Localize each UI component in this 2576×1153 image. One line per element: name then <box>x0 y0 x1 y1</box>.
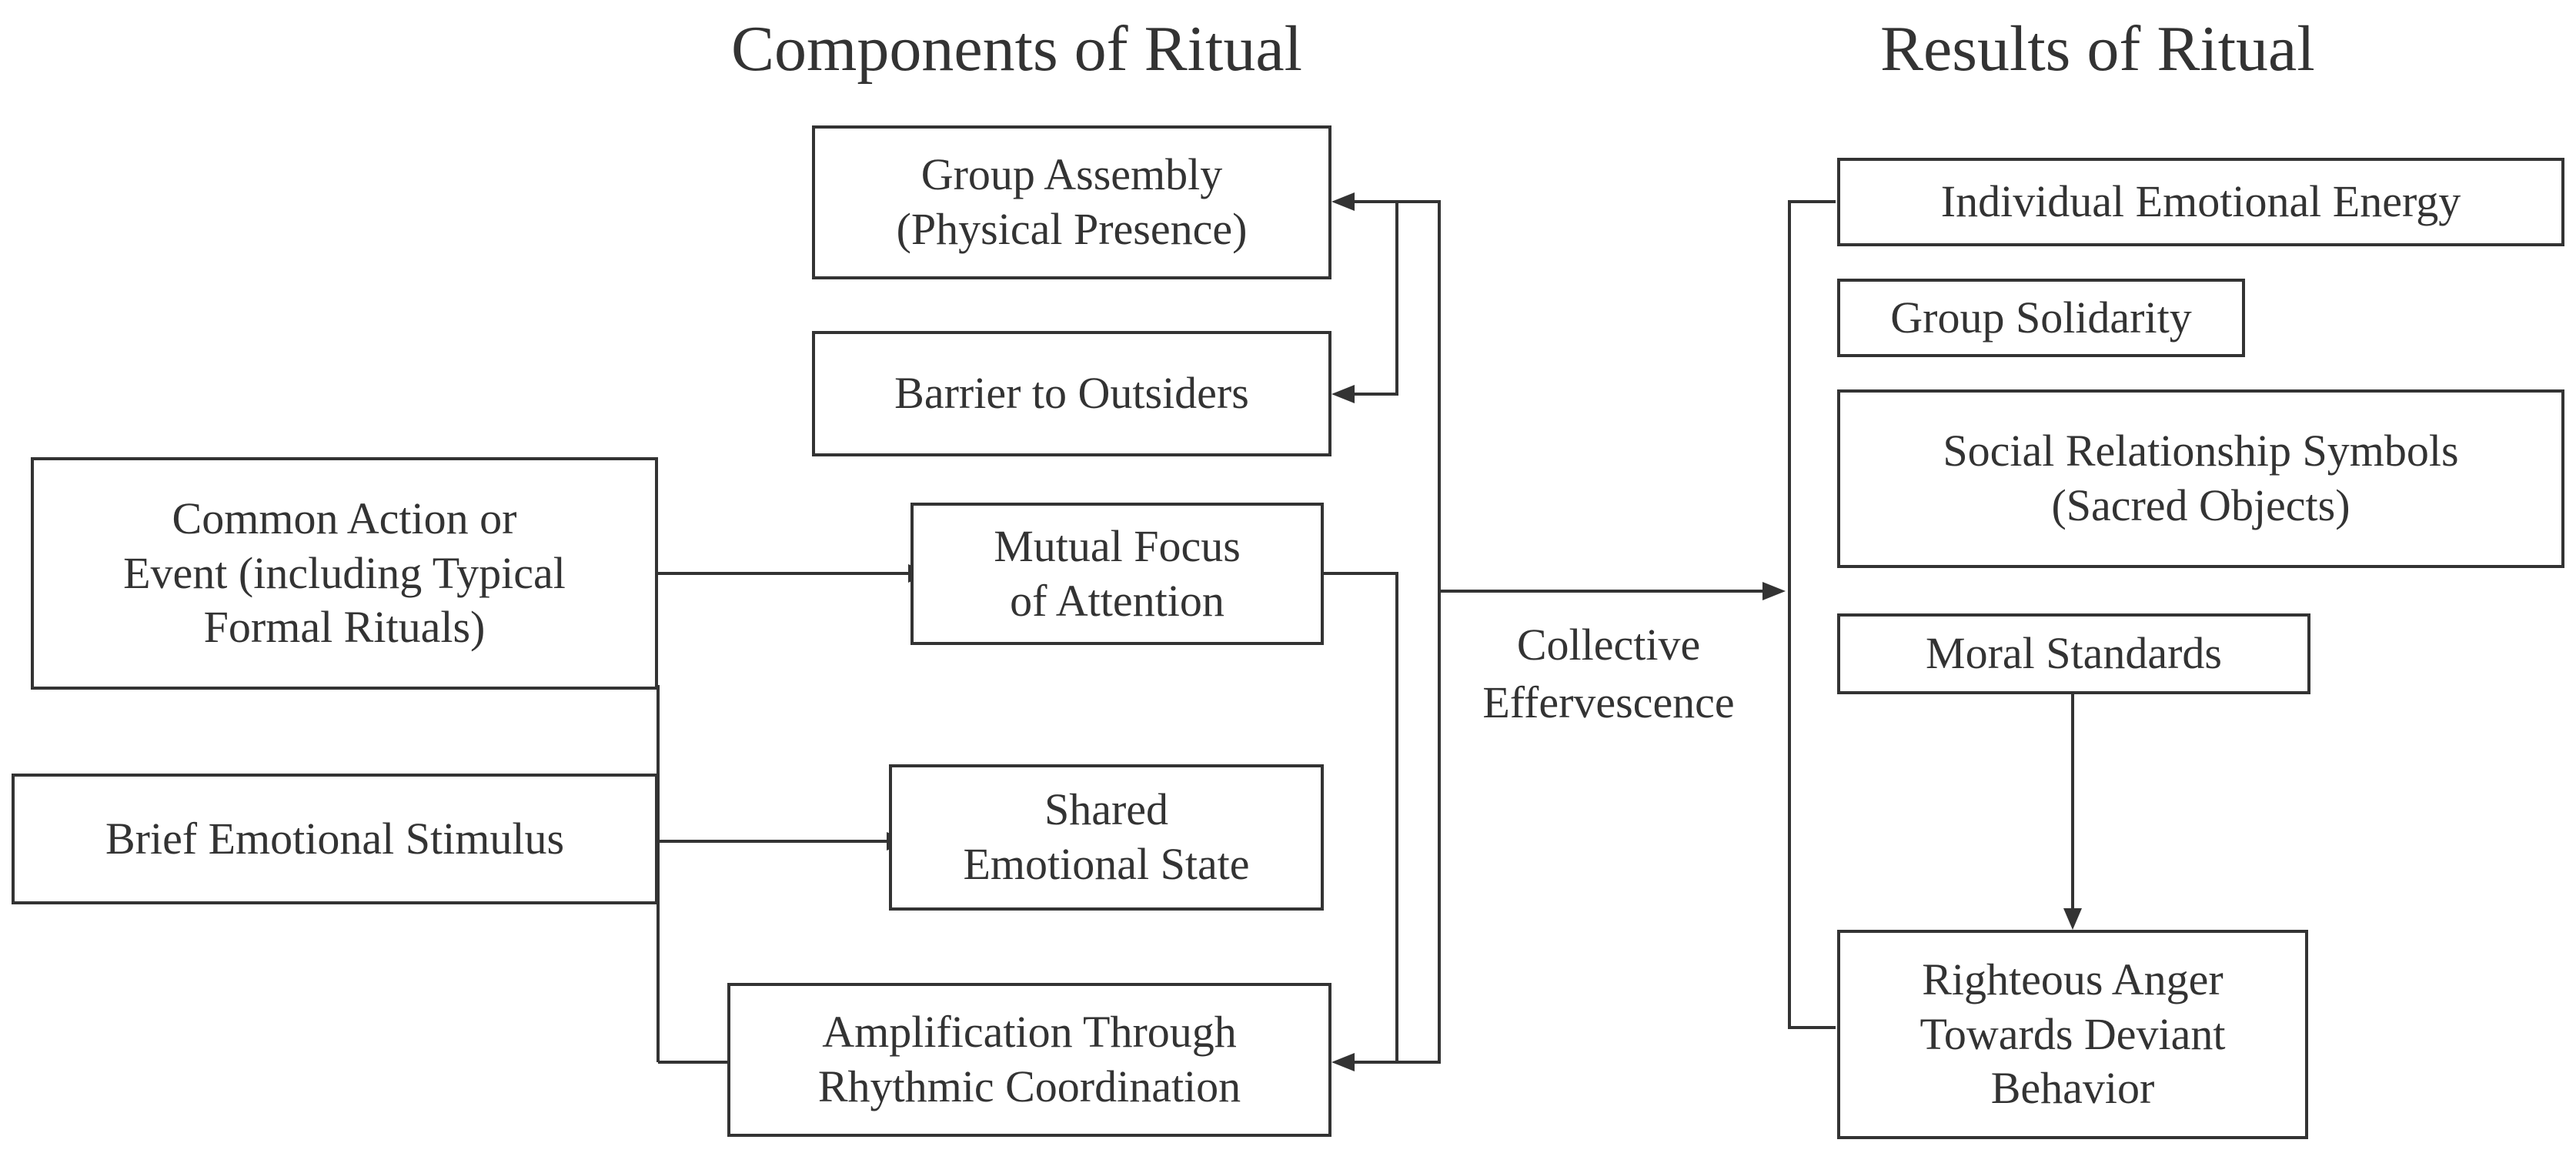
group-assembly-box: Group Assembly (Physical Presence) <box>812 125 1331 279</box>
line-focus-to-amplification <box>1324 572 1398 1064</box>
feedback-to-barrier <box>1355 200 1398 396</box>
brief-stimulus-label: Brief Emotional Stimulus <box>105 813 565 864</box>
components-heading: Components of Ritual <box>731 13 1302 85</box>
common-action-label: Common Action or Event (including Typica… <box>123 493 566 653</box>
symbols-box: Social Relationship Symbols (Sacred Obje… <box>1837 389 2564 568</box>
righteous-anger-box: Righteous Anger Towards Deviant Behavior <box>1837 930 2308 1139</box>
collective-effervescence-label: Collective Effervescence <box>1482 620 1735 728</box>
barrier-label: Barrier to Outsiders <box>894 368 1249 419</box>
arrowhead-results <box>1762 582 1786 600</box>
arrowhead-amplification <box>1331 1053 1355 1071</box>
group-solidarity-box: Group Solidarity <box>1837 279 2245 357</box>
brief-stimulus-box: Brief Emotional Stimulus <box>12 774 658 904</box>
emotional-energy-label: Individual Emotional Energy <box>1940 176 2461 227</box>
amplification-label: Amplification Through Rhythmic Coordinat… <box>817 1007 1241 1111</box>
mutual-focus-box: Mutual Focus of Attention <box>910 503 1324 645</box>
moral-standards-label: Moral Standards <box>1926 628 2222 679</box>
symbols-label: Social Relationship Symbols (Sacred Obje… <box>1943 426 2459 530</box>
arrowhead-anger <box>2063 908 2082 930</box>
barrier-box: Barrier to Outsiders <box>812 331 1331 456</box>
amplification-box: Amplification Through Rhythmic Coordinat… <box>727 983 1331 1137</box>
shared-state-label: Shared Emotional State <box>963 784 1250 889</box>
group-solidarity-label: Group Solidarity <box>1890 292 2192 343</box>
results-heading: Results of Ritual <box>1880 13 2315 85</box>
moral-standards-box: Moral Standards <box>1837 613 2310 694</box>
common-action-box: Common Action or Event (including Typica… <box>31 457 658 690</box>
shared-state-box: Shared Emotional State <box>889 764 1324 911</box>
results-spine-top <box>1788 200 1836 1029</box>
arrowhead-group-assembly <box>1331 192 1355 211</box>
emotional-energy-box: Individual Emotional Energy <box>1837 158 2564 246</box>
righteous-anger-label: Righteous Anger Towards Deviant Behavior <box>1919 954 2226 1114</box>
group-assembly-label: Group Assembly (Physical Presence) <box>896 149 1248 254</box>
arrowhead-barrier <box>1331 385 1355 403</box>
mutual-focus-label: Mutual Focus of Attention <box>994 520 1241 626</box>
